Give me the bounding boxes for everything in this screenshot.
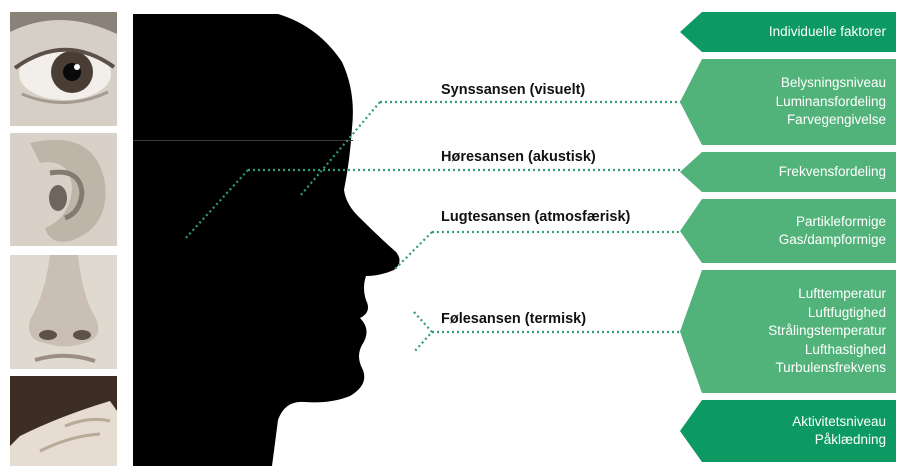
box-atmospheric-factors: Partikleformige Gas/dampformige	[680, 199, 896, 263]
box-line: Belysningsniveau	[781, 74, 886, 93]
box-line: Aktivitetsniveau	[792, 413, 886, 432]
box-line: Lufthastighed	[805, 341, 886, 360]
sense-label-thermal: Følesansen (termisk)	[441, 311, 586, 327]
box-line: Gas/dampformige	[779, 231, 886, 250]
box-line: Påklædning	[815, 431, 886, 450]
box-line: Luminansfordeling	[776, 93, 886, 112]
connector-atmos-nose	[394, 232, 432, 270]
box-line: Strålingstemperatur	[768, 322, 886, 341]
box-individual-factors: Individuelle faktorer	[680, 12, 896, 52]
box-line: Partikleformige	[796, 213, 886, 232]
box-line: Lufttemperatur	[798, 285, 886, 304]
box-visual-factors: Belysningsniveau Luminansfordeling Farve…	[680, 59, 896, 145]
box-thermal-factors: Lufttemperatur Luftfugtighed Strålingste…	[680, 270, 896, 393]
connector-thermal-branch	[414, 312, 432, 352]
sense-label-acoustic: Høresansen (akustisk)	[441, 149, 596, 165]
box-acoustic-factors: Frekvensfordeling	[680, 152, 896, 192]
box-line: Luftfugtighed	[808, 304, 886, 323]
box-personal-factors: Aktivitetsniveau Påklædning	[680, 400, 896, 462]
box-line: Frekvensfordeling	[779, 163, 886, 182]
sense-label-visual: Synssansen (visuelt)	[441, 82, 585, 98]
box-line: Individuelle faktorer	[769, 23, 886, 42]
box-line: Turbulensfrekvens	[775, 359, 886, 378]
head-silhouette	[133, 14, 400, 466]
box-line: Farvegengivelse	[787, 111, 886, 130]
sense-label-atmospheric: Lugtesansen (atmosfærisk)	[441, 209, 630, 225]
hairline-edge	[133, 140, 353, 141]
